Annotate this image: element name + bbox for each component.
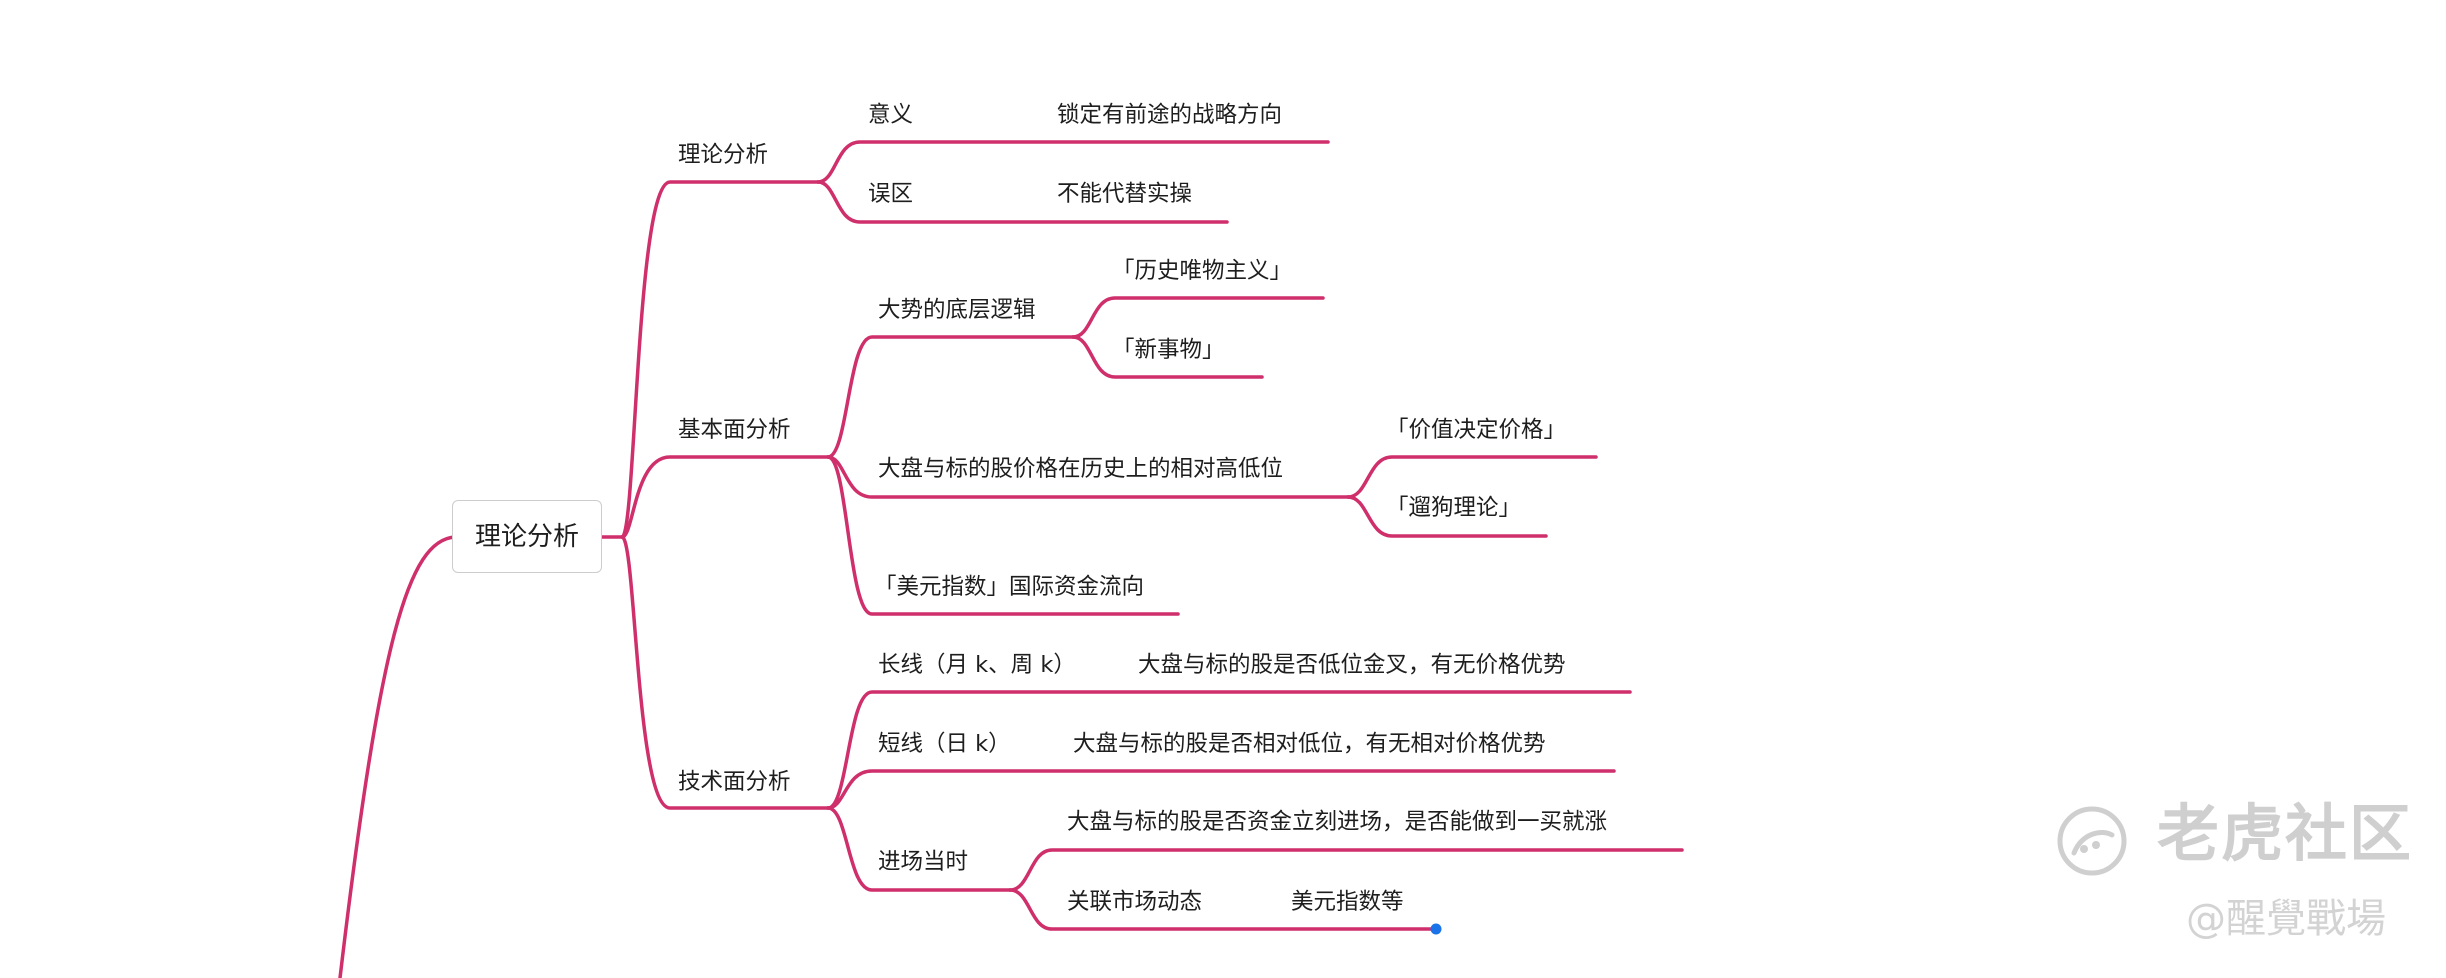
- node-long-term[interactable]: 长线（月 k、周 k）: [878, 652, 1076, 678]
- note-meaning: 锁定有前途的战略方向: [1057, 102, 1283, 128]
- branch-fundamental-label[interactable]: 基本面分析: [678, 417, 791, 443]
- connector-theory-misconception: [816, 180, 1229, 224]
- root-label: 理论分析: [474, 521, 579, 552]
- selection-handle[interactable]: [1430, 923, 1442, 935]
- connector-to-branch-theory: [620, 180, 820, 539]
- branch-technical-label[interactable]: 技术面分析: [678, 769, 791, 795]
- node-capital-entry[interactable]: 大盘与标的股是否资金立刻进场，是否能做到一买就涨: [1067, 809, 1608, 835]
- branch-theory-label[interactable]: 理论分析: [678, 142, 769, 168]
- connector-level-value: [1346, 455, 1598, 499]
- connector-tech-entry: [826, 806, 1012, 892]
- connector-to-branch-technical: [620, 535, 830, 810]
- note-related-market: 美元指数等: [1291, 889, 1404, 915]
- connector-tech-long: [826, 690, 1632, 810]
- connector-to-branch-fundamental: [620, 455, 830, 539]
- node-dog-walking[interactable]: 「遛狗理论」: [1386, 495, 1522, 521]
- node-meaning[interactable]: 意义: [868, 102, 914, 128]
- connector-logic-new: [1071, 335, 1264, 379]
- node-historical-materialism[interactable]: 「历史唯物主义」: [1112, 258, 1293, 284]
- node-new-things[interactable]: 「新事物」: [1112, 337, 1225, 363]
- note-misconception: 不能代替实操: [1057, 181, 1193, 207]
- connector-root-incoming: [338, 535, 457, 978]
- tiger-logo-icon: [2057, 806, 2127, 876]
- connector-tech-short: [826, 769, 1616, 810]
- connector-theory-meaning: [816, 140, 1330, 184]
- connector-fund-dollar: [826, 455, 1180, 616]
- node-trend-logic[interactable]: 大势的底层逻辑: [878, 297, 1036, 323]
- node-related-market[interactable]: 关联市场动态: [1067, 889, 1203, 915]
- node-entry-timing[interactable]: 进场当时: [878, 849, 969, 875]
- node-short-term[interactable]: 短线（日 k）: [878, 731, 1011, 757]
- node-price-level[interactable]: 大盘与标的股价格在历史上的相对高低位: [878, 456, 1284, 482]
- root-node[interactable]: 理论分析: [452, 500, 602, 573]
- node-misconception[interactable]: 误区: [868, 181, 914, 207]
- connector-entry-capital: [1008, 848, 1684, 892]
- connector-fund-logic: [826, 335, 1075, 459]
- connector-entry-related: [1008, 888, 1437, 931]
- connector-logic-history: [1071, 296, 1325, 339]
- note-long-term: 大盘与标的股是否低位金叉，有无价格优势: [1138, 652, 1566, 678]
- watermark-brand: 老虎社区: [2157, 797, 2414, 870]
- watermark-handle: @醒覺戰場: [2186, 896, 2386, 942]
- node-value-price[interactable]: 「价值决定价格」: [1386, 417, 1567, 443]
- connector-level-dog: [1346, 495, 1548, 538]
- node-dollar-index[interactable]: 「美元指数」国际资金流向: [874, 574, 1145, 600]
- note-short-term: 大盘与标的股是否相对低位，有无相对价格优势: [1073, 731, 1546, 757]
